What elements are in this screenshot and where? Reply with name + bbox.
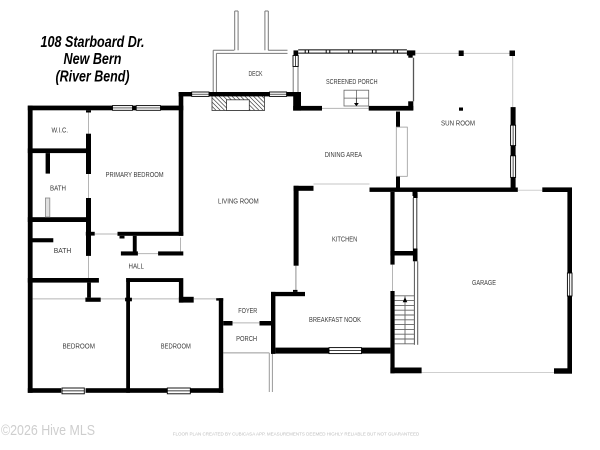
svg-text:108 Starboard Dr.: 108 Starboard Dr. (41, 34, 145, 51)
svg-text:FLOOR PLAN CREATED BY CUBICASA: FLOOR PLAN CREATED BY CUBICASA APP. MEAS… (173, 432, 420, 437)
svg-text:PRIMARY BEDROOM: PRIMARY BEDROOM (106, 170, 164, 179)
svg-text:W.I.C.: W.I.C. (52, 125, 69, 134)
svg-text:BATH: BATH (54, 246, 72, 255)
svg-text:BEDROOM: BEDROOM (62, 341, 95, 350)
svg-text:(River Bend): (River Bend) (56, 68, 130, 85)
svg-text:DINING AREA: DINING AREA (325, 150, 363, 159)
svg-text:FOYER: FOYER (238, 306, 257, 315)
svg-text:BEDROOM: BEDROOM (161, 341, 191, 350)
svg-text:©2026 Hive MLS: ©2026 Hive MLS (1, 422, 95, 439)
svg-text:SUN ROOM: SUN ROOM (441, 118, 475, 127)
svg-text:BATH: BATH (50, 184, 66, 193)
svg-text:New Bern: New Bern (64, 51, 122, 68)
svg-text:KITCHEN: KITCHEN (332, 235, 357, 244)
svg-text:PORCH: PORCH (236, 334, 257, 343)
svg-text:DECK: DECK (249, 69, 263, 78)
svg-text:LIVING ROOM: LIVING ROOM (218, 197, 259, 206)
svg-text:GARAGE: GARAGE (472, 278, 496, 287)
svg-text:BREAKFAST NOOK: BREAKFAST NOOK (309, 315, 361, 324)
svg-text:HALL: HALL (129, 261, 144, 270)
svg-text:SCREENED PORCH: SCREENED PORCH (326, 77, 378, 86)
